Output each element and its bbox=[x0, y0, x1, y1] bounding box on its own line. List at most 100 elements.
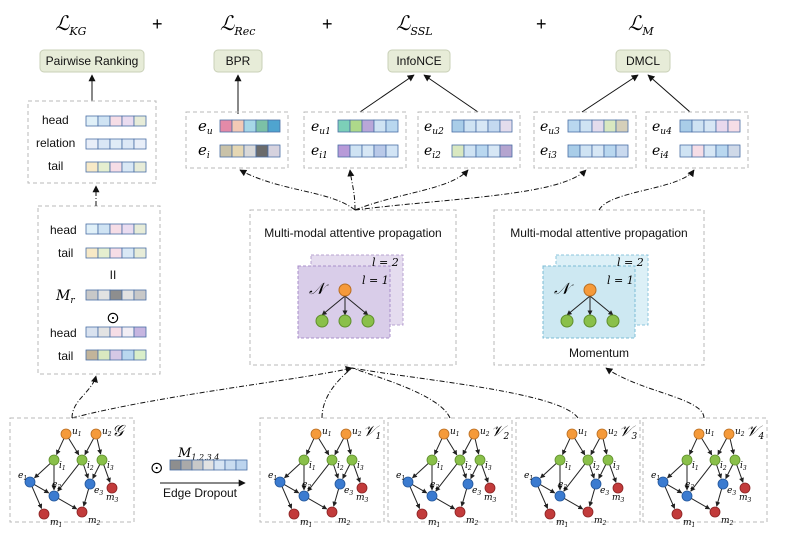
ei1-vector bbox=[337, 144, 399, 158]
vector-cell bbox=[121, 247, 135, 259]
vector-cell bbox=[219, 119, 233, 133]
graph-v3-frame bbox=[515, 417, 641, 523]
vector-cell bbox=[373, 144, 387, 158]
modal-node bbox=[454, 506, 466, 518]
entity-node bbox=[717, 478, 729, 490]
vector-cell bbox=[567, 119, 581, 133]
graph-edge bbox=[412, 463, 429, 479]
attention-tree bbox=[315, 283, 375, 328]
vector-cell bbox=[85, 223, 99, 235]
vector-cell bbox=[169, 459, 182, 471]
vector-cell bbox=[121, 223, 135, 235]
node-label-i1: i1 bbox=[59, 461, 66, 472]
graph-edge bbox=[318, 437, 330, 456]
graph-edge bbox=[68, 437, 80, 456]
modal-node bbox=[671, 508, 683, 520]
graph-edge bbox=[446, 437, 458, 456]
vector-cell bbox=[567, 144, 581, 158]
user-node bbox=[438, 428, 450, 440]
node-label-e3: e3 bbox=[727, 486, 736, 497]
dropout-mask-label: M1,2,3,4 bbox=[177, 446, 219, 462]
prop-right-title: Multi-modal attentive propagation bbox=[510, 226, 687, 240]
vector-cell bbox=[109, 138, 123, 150]
vector-cell bbox=[133, 326, 147, 338]
vector-cell bbox=[463, 119, 477, 133]
ei-vector bbox=[219, 144, 281, 158]
ei3-label: ei3 bbox=[540, 143, 557, 161]
prop-left-title: Multi-modal attentive propagation bbox=[264, 226, 441, 240]
odot-symbol: ⊙ bbox=[106, 310, 119, 327]
modal-node bbox=[709, 506, 721, 518]
entity-node bbox=[657, 476, 669, 488]
vector-cell bbox=[202, 459, 215, 471]
kg-triple-frame bbox=[27, 100, 157, 184]
embedding-panels: eu ei eu1 ei1 eu2 ei2 eu3 ei3 eu4 ei4 bbox=[185, 111, 749, 169]
node-label-m2: m2 bbox=[338, 516, 351, 527]
entity-node bbox=[274, 476, 286, 488]
node-label-m2: m2 bbox=[466, 516, 479, 527]
emb-panel-ssl-1 bbox=[303, 111, 407, 169]
arrow-ssl-a bbox=[359, 74, 415, 113]
graph-edge bbox=[307, 463, 330, 492]
graph-edge bbox=[574, 437, 586, 456]
graph-edge bbox=[412, 484, 428, 494]
graph-v1-title: 𝒱1 bbox=[363, 422, 381, 442]
graph-edge bbox=[562, 438, 571, 456]
node-label-m1: m1 bbox=[300, 518, 312, 529]
vector-cell bbox=[255, 144, 269, 158]
modal-node bbox=[326, 506, 338, 518]
vector-cell bbox=[715, 119, 729, 133]
vector-cell bbox=[180, 459, 193, 471]
kg-triple-panel: head relation tail bbox=[27, 100, 157, 184]
graph-edge bbox=[736, 464, 744, 483]
propagation-left: Multi-modal attentive propagation l = 2 … bbox=[249, 209, 457, 366]
item-node bbox=[602, 454, 614, 466]
graph-edge bbox=[602, 438, 609, 455]
pairwise-label: Pairwise Ranking bbox=[46, 54, 139, 68]
node-label-m3: m3 bbox=[739, 493, 752, 504]
conn-v3-to-prop bbox=[351, 367, 579, 419]
conn-prop-to-m1 bbox=[354, 169, 587, 211]
graph-edge bbox=[409, 486, 421, 509]
graph-edge bbox=[34, 463, 51, 479]
graph-v4-title: 𝒱4 bbox=[746, 422, 765, 442]
kg2-head2-label: head bbox=[50, 326, 77, 340]
vector-cell bbox=[255, 119, 269, 133]
graph-edge bbox=[34, 484, 50, 494]
vector-cell bbox=[85, 247, 99, 259]
item-node bbox=[346, 454, 358, 466]
attention-edge bbox=[344, 295, 369, 316]
item-node bbox=[729, 454, 741, 466]
vector-cell bbox=[109, 161, 123, 173]
dropout-label: Edge Dropout bbox=[163, 486, 238, 500]
vector-cell bbox=[373, 119, 387, 133]
graph-edge bbox=[306, 438, 315, 456]
entity-node bbox=[426, 490, 438, 502]
kg2-tail-vector bbox=[85, 247, 147, 259]
vector-cell bbox=[133, 115, 147, 127]
item-node bbox=[560, 314, 574, 328]
item-node bbox=[76, 454, 88, 466]
graph-edge bbox=[284, 484, 300, 494]
vector-cell bbox=[361, 144, 375, 158]
entity-node bbox=[402, 476, 414, 488]
graph-edge bbox=[589, 464, 596, 479]
graph-edge bbox=[82, 488, 90, 507]
kg2-mr-vector bbox=[85, 289, 147, 301]
item-node bbox=[96, 454, 108, 466]
vector-cell bbox=[97, 349, 111, 361]
vector-cell bbox=[487, 144, 501, 158]
eu3-label: eu3 bbox=[540, 119, 560, 137]
user-node bbox=[583, 283, 597, 297]
vector-cell bbox=[385, 144, 399, 158]
user-node bbox=[693, 428, 705, 440]
bpr-box bbox=[213, 49, 263, 73]
entity-node bbox=[24, 476, 36, 488]
loss-m: ℒM bbox=[628, 11, 654, 38]
momentum-label: Momentum bbox=[569, 346, 629, 360]
arrow-ssl-b bbox=[423, 74, 479, 113]
node-label-m3: m3 bbox=[106, 493, 119, 504]
ei2-label: ei2 bbox=[424, 143, 441, 161]
